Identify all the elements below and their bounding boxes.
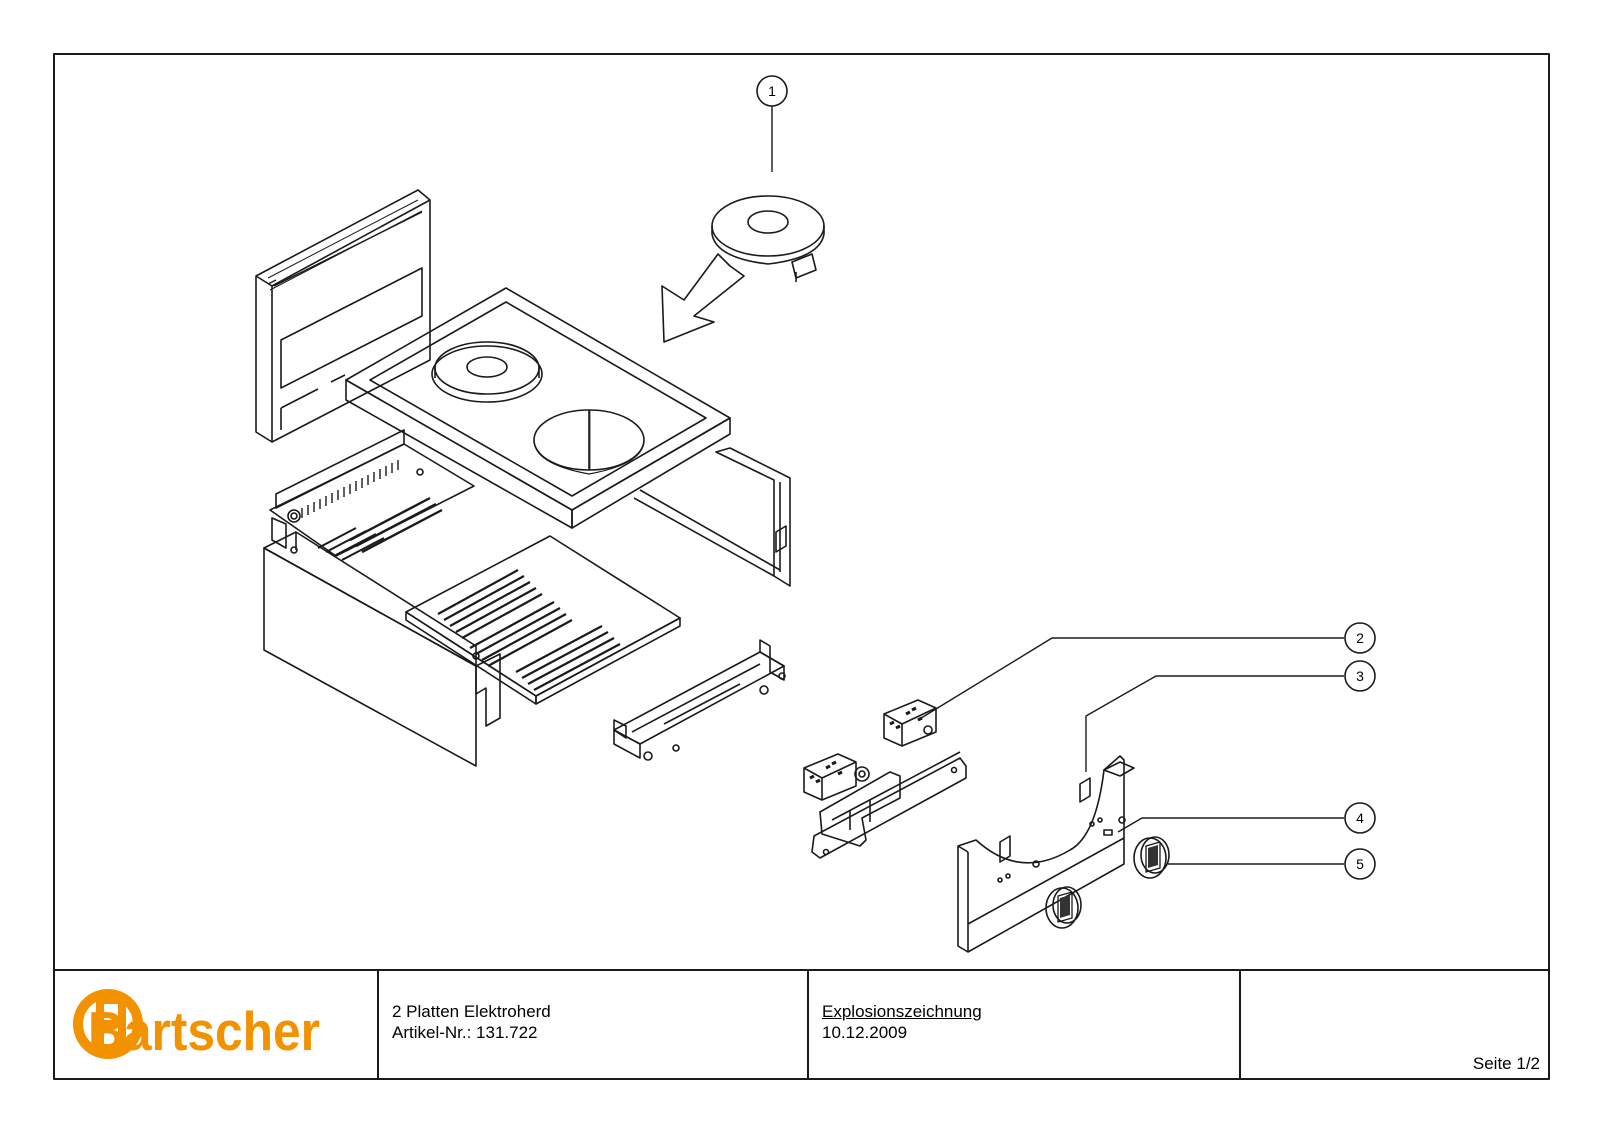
article-number: Artikel-Nr.: 131.722: [392, 1023, 538, 1042]
control-knob-right: [1133, 836, 1170, 879]
drawing-frame: [53, 53, 1550, 1080]
rear-panel: [269, 429, 475, 561]
back-splash-panel: [255, 189, 431, 443]
bartscher-logo: Bartscher: [73, 989, 320, 1062]
product-name: 2 Platten Elektroherd: [392, 1002, 551, 1021]
switch-carrier: [811, 751, 967, 859]
callout-2: 2: [1344, 622, 1376, 654]
callout-4: 4: [1344, 802, 1376, 834]
installed-hotplate: [431, 341, 543, 403]
callout-1-label: 1: [768, 83, 776, 99]
assembly-arrow: [661, 253, 745, 343]
base-housing: [263, 531, 501, 767]
bottom-plate: [405, 535, 681, 705]
part-hotplate: [711, 195, 825, 282]
callout-5: 5: [1344, 848, 1376, 880]
mounting-rail: [613, 639, 786, 761]
hob-top: [345, 287, 731, 529]
energy-regulator-front: [803, 753, 870, 801]
callout-4-label: 4: [1356, 810, 1364, 826]
callout-3: 3: [1344, 660, 1376, 692]
drawing-type: Explosionszeichnung: [822, 1002, 982, 1021]
drawing-date: 10.12.2009: [822, 1023, 908, 1042]
callout-1: 1: [756, 75, 788, 107]
callout-5-label: 5: [1356, 856, 1364, 872]
page-number: Seite 1/2: [1472, 1054, 1540, 1073]
side-panel: [633, 447, 791, 587]
control-panel: [957, 755, 1135, 953]
callout-3-label: 3: [1356, 668, 1364, 684]
logo-wordmark: Bartscher: [88, 1000, 320, 1062]
splash-vent-slots: [267, 199, 423, 291]
callout-leaders: [771, 106, 1344, 865]
hotplate-opening: [533, 409, 645, 475]
callout-2-label: 2: [1356, 630, 1364, 646]
energy-regulator-rear: [883, 699, 937, 747]
control-knob-left: [1045, 886, 1082, 929]
